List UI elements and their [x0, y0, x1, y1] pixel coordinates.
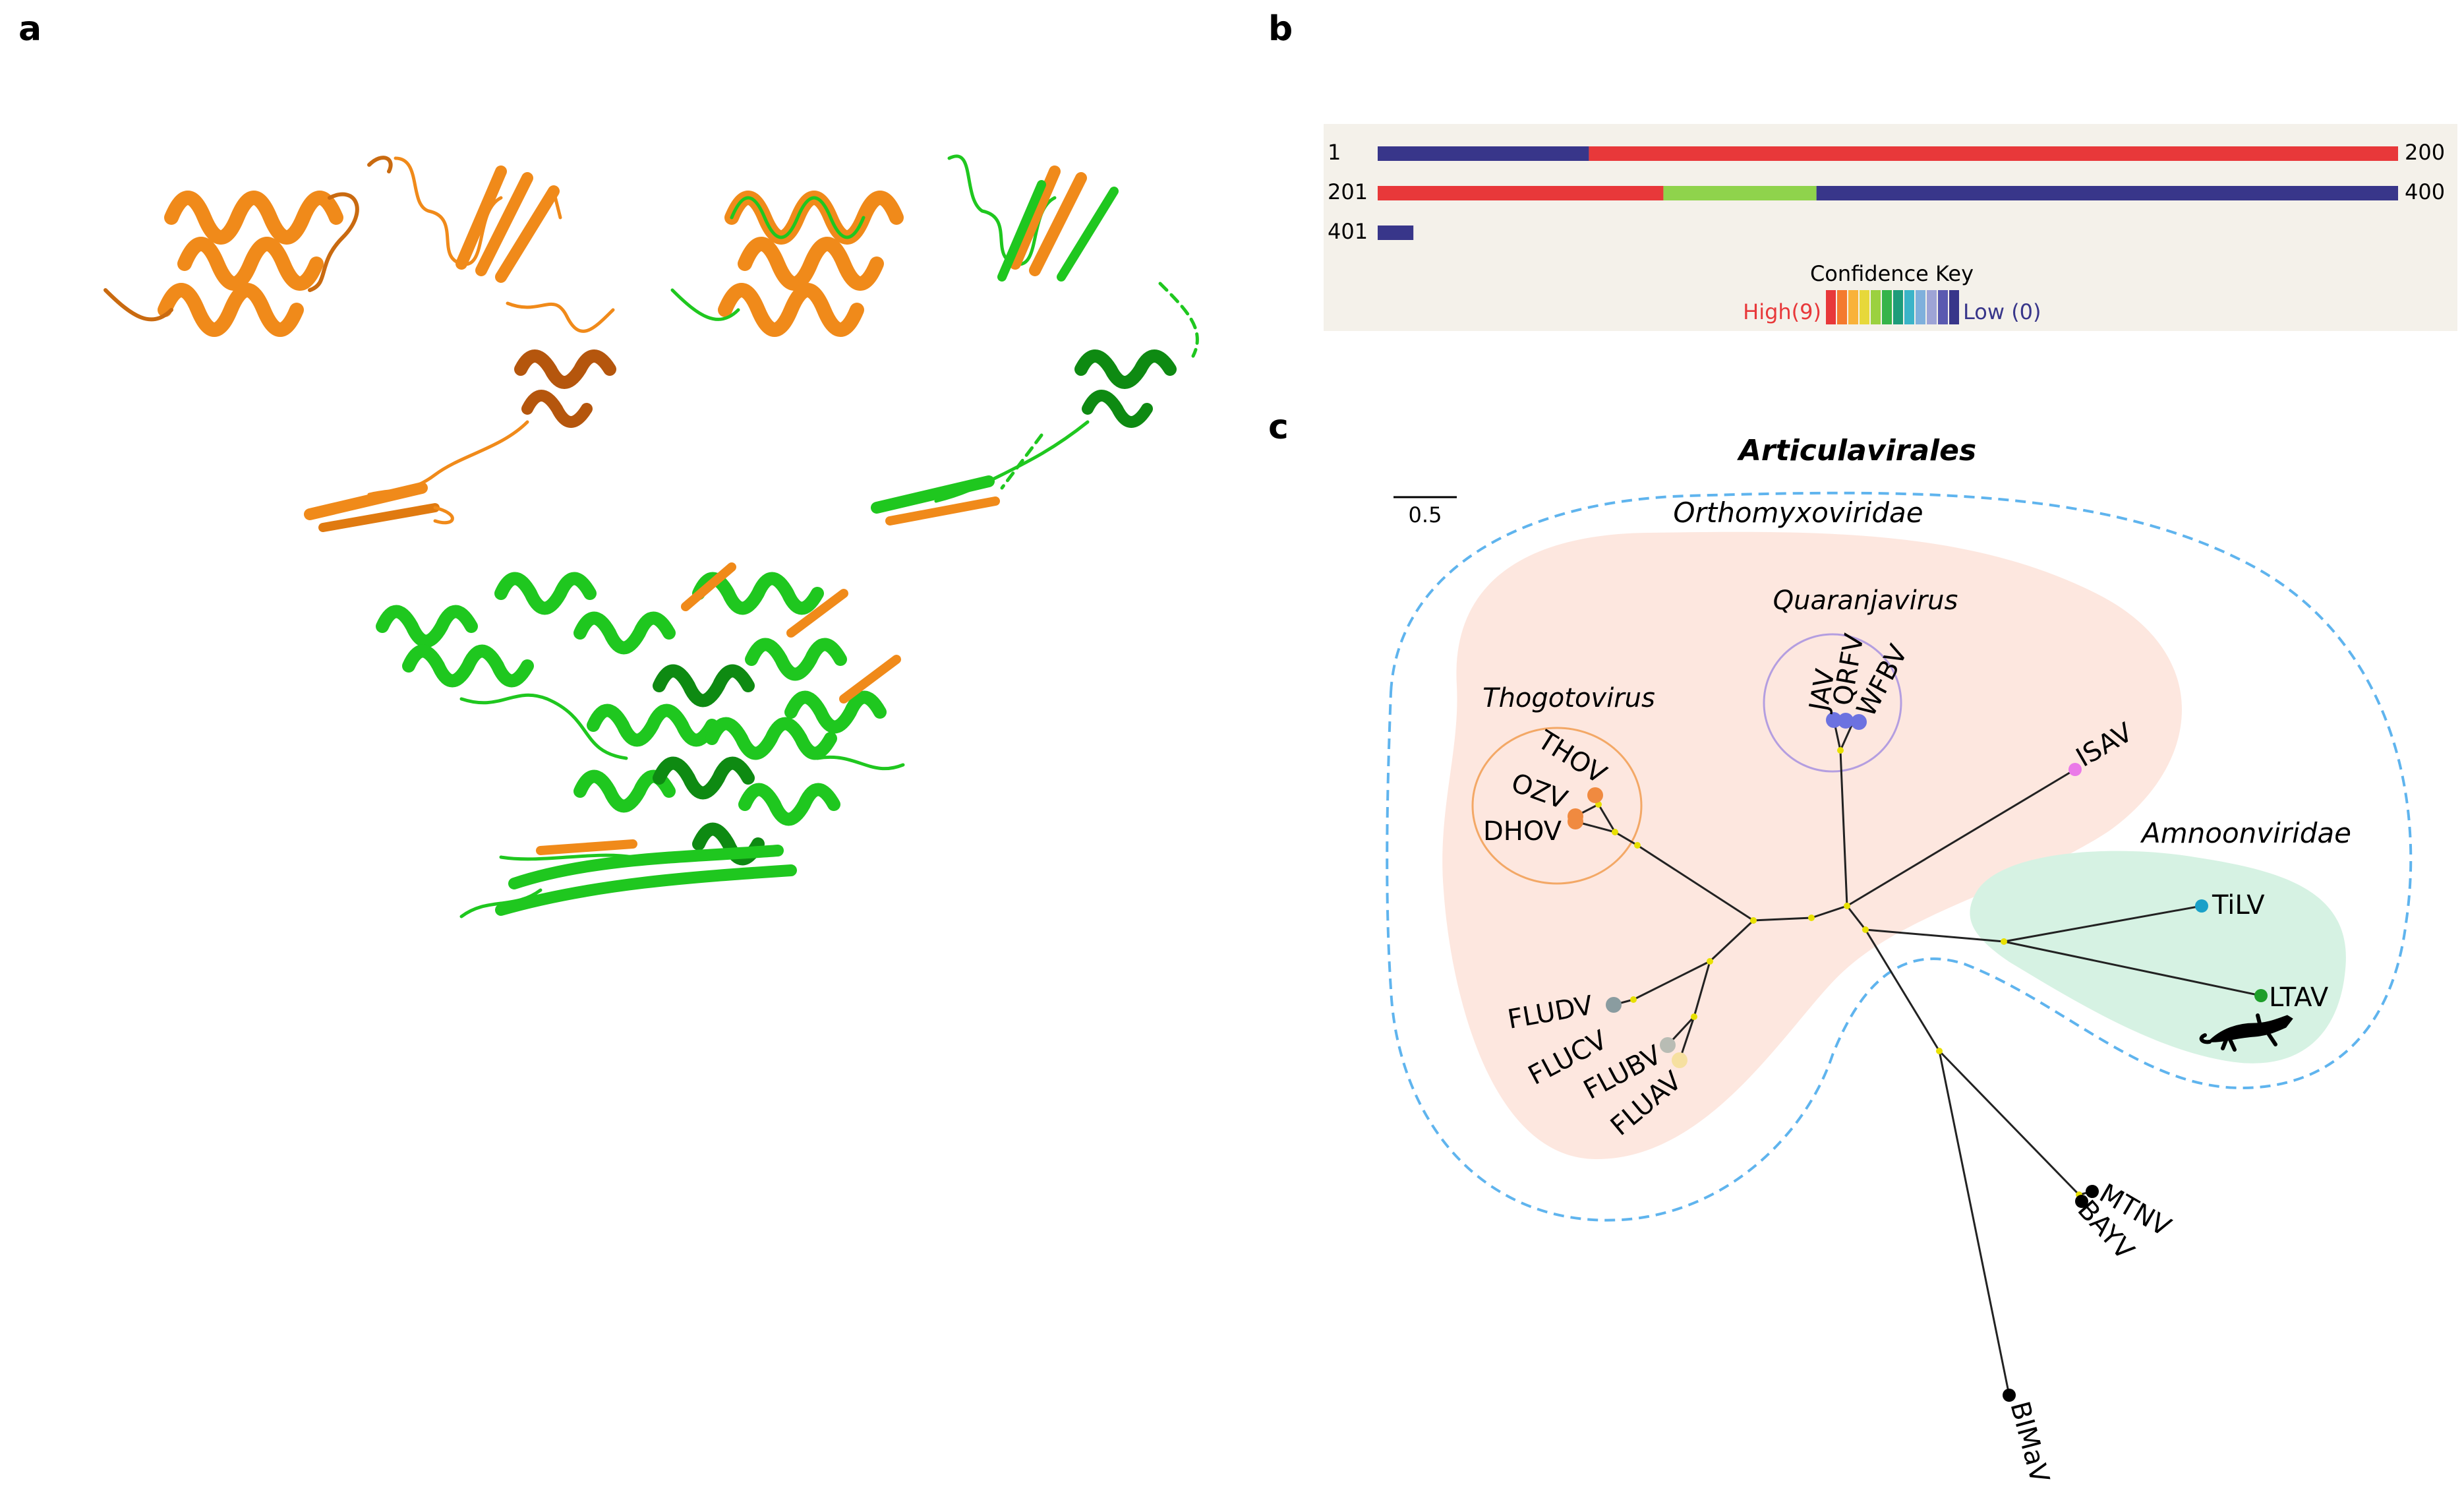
leaf-label-dhov: DHOV [1483, 816, 1562, 847]
amnoonviridae-region [1970, 851, 2346, 1064]
tip-qrfv [1838, 713, 1854, 729]
tip-dhov [1568, 814, 1583, 829]
confidence-key-swatch-1 [1826, 290, 1836, 324]
leaf-label-tilv: TiLV [2212, 890, 2265, 920]
confidence-key-title: Confidence Key [1810, 261, 1974, 286]
scale-bar-label: 0.5 [1409, 502, 1442, 527]
panel-label-b: b [1268, 9, 1293, 49]
tip-isav [2068, 763, 2082, 776]
tip-thov [1587, 787, 1603, 803]
family-label-orthomyxoviridae: Orthomyxoviridae [1673, 496, 1923, 529]
leaf-label-bimav: BIMaV [2004, 1398, 2055, 1487]
quaranjavirus-outline [1763, 633, 1902, 773]
order-title: Articulavirales [1737, 434, 1976, 467]
leaf-label-ltav: LTAV [2269, 982, 2329, 1013]
tip-jav [1826, 712, 1842, 728]
structure-green-complex [376, 562, 905, 918]
panel-label-c: c [1268, 407, 1289, 447]
leaf-tips [1568, 712, 2268, 1402]
orthomyxoviridae-region [1442, 531, 2182, 1160]
confidence-key-swatches [1826, 290, 1959, 324]
tip-bayv [2075, 1195, 2088, 1208]
tree-branches [1575, 719, 2262, 1396]
family-label-amnoonviridae: Amnoonviridae [2140, 817, 2351, 849]
confidence-key-swatch-4 [1860, 290, 1869, 324]
tip-fludv [1606, 997, 1622, 1013]
tip-mtnv [2086, 1185, 2099, 1198]
confidence-key-swatch-11 [1938, 290, 1948, 324]
tip-bimav [2003, 1389, 2016, 1402]
lizard-icon [2199, 1013, 2293, 1052]
leaf-label-jav: JAV [1804, 667, 1841, 715]
genus-label-thogotovirus: Thogotovirus [1482, 683, 1655, 713]
panel-label-a: a [18, 9, 42, 49]
tip-ltav [2254, 989, 2268, 1002]
confidence-key-swatch-3 [1848, 290, 1858, 324]
confidence-segment-3-1 [1378, 225, 1414, 240]
tip-fluav [1672, 1052, 1687, 1068]
confidence-segment-1-2 [1589, 146, 2398, 161]
confidence-key-swatch-7 [1893, 290, 1903, 324]
genus-label-quaranjavirus: Quaranjavirus [1773, 586, 1958, 616]
confidence-segment-2-1 [1378, 186, 1664, 200]
tree-panel: Articulavirales 0.5 Orthomyxoviridae Amn… [1386, 434, 2413, 1487]
confidence-segment-1-1 [1378, 146, 1589, 161]
confidence-key-swatch-8 [1904, 290, 1914, 324]
confidence-segment-2-3 [1816, 186, 2398, 200]
thogotovirus-outline [1471, 727, 1643, 885]
articulavirales-outline [1386, 491, 2413, 1222]
confidence-row-end-2: 400 [2405, 179, 2445, 204]
confidence-key-swatch-2 [1837, 290, 1847, 324]
confidence-key-swatch-5 [1871, 290, 1881, 324]
internal-nodes [1595, 747, 2082, 1198]
confidence-high-label: High(9) [1743, 299, 1821, 324]
confidence-low-label: Low (0) [1963, 299, 2041, 324]
confidence-row-start-3: 401 [1328, 219, 1368, 244]
confidence-row-end-1: 200 [2405, 140, 2445, 165]
confidence-row-start-2: 201 [1328, 179, 1368, 204]
tip-flubv [1660, 1037, 1676, 1053]
tip-wfbv [1851, 714, 1867, 730]
confidence-key-swatch-12 [1949, 290, 1959, 324]
confidence-segment-2-2 [1663, 186, 1817, 200]
confidence-key-swatch-9 [1916, 290, 1925, 324]
confidence-key-swatch-10 [1927, 290, 1937, 324]
confidence-row-start-1: 1 [1328, 140, 1341, 165]
confidence-key-swatch-6 [1882, 290, 1892, 324]
confidence-panel: 1 200 201 400 401 Confidence Key High(9) Low… [1324, 124, 2457, 331]
structure-orange-model [103, 156, 616, 532]
tip-tilv [2195, 899, 2208, 913]
structure-superposition [670, 154, 1199, 526]
